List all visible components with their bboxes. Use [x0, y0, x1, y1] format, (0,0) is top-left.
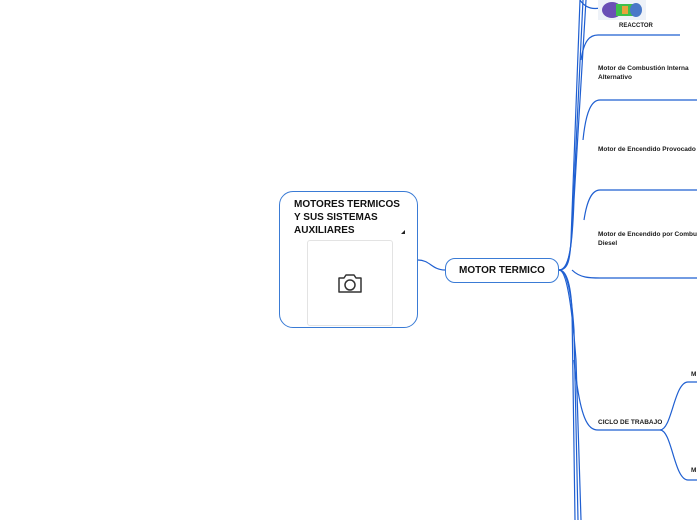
main-topic-label: MOTOR TERMICO: [459, 265, 545, 276]
branch-connectors: [558, 0, 697, 520]
camera-icon: [338, 274, 362, 293]
branch-label-ciclo-trabajo[interactable]: CICLO DE TRABAJO: [598, 419, 663, 426]
main-topic-node[interactable]: MOTOR TERMICO: [445, 258, 559, 283]
reactor-image: [598, 0, 646, 20]
sub-branch-label[interactable]: M: [691, 467, 697, 474]
root-title: MOTORES TERMICOS Y SUS SISTEMAS AUXILIAR…: [294, 199, 400, 236]
collapse-toggle-icon[interactable]: [401, 230, 405, 234]
root-connector: [417, 259, 446, 271]
root-image-placeholder[interactable]: [307, 240, 393, 326]
branch-label-combustion-interna[interactable]: Motor de Combustión Interna Alternativo: [598, 65, 689, 81]
branch-label-encendido-combustion[interactable]: Motor de Encendido por Combu Diesel: [598, 231, 697, 247]
root-node[interactable]: MOTORES TERMICOS Y SUS SISTEMAS AUXILIAR…: [279, 191, 418, 328]
branch-label-encendido-provocado[interactable]: Motor de Encendido Provocado: [598, 146, 696, 153]
branch-label-reactor[interactable]: REACCTOR: [619, 23, 653, 29]
sub-branch-label[interactable]: M: [691, 371, 697, 378]
